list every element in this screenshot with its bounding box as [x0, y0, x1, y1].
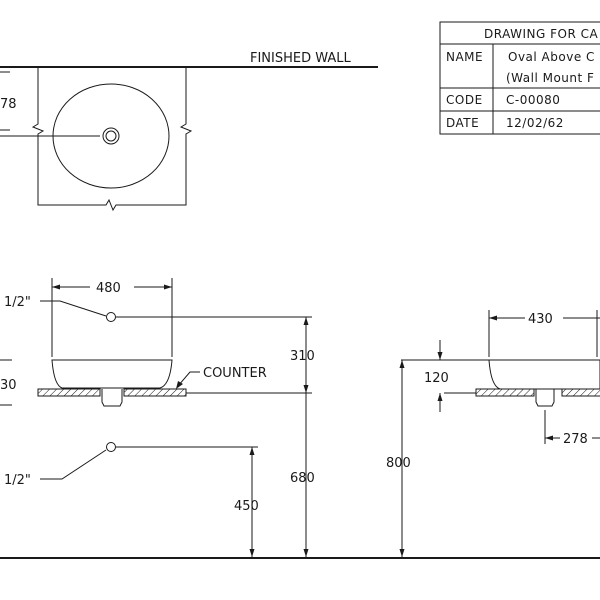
pipe-bottom-label: 1/2": [4, 473, 31, 488]
side-counter-right: [561, 388, 600, 397]
basin-side: [488, 359, 600, 390]
front-dim-450: 450: [234, 499, 259, 514]
side-dim-430: 430: [528, 312, 553, 327]
name-value-line1: Oval Above C: [508, 50, 595, 64]
side-dim-278: 278: [563, 432, 588, 447]
plan-view: FINISHED WALL 78: [0, 51, 378, 212]
counter-outline: [31, 67, 193, 212]
side-view: 430 120 800 278: [386, 310, 600, 557]
code-value: C-00080: [506, 93, 560, 107]
front-view: 480 1/2" 30 COUNTER 1/2" 310 680: [0, 278, 315, 557]
pipe-bottom-circle: [106, 442, 116, 452]
title-block-heading: DRAWING FOR CA: [484, 27, 599, 41]
basin-front: [51, 359, 173, 389]
front-dim-680: 680: [290, 471, 315, 486]
side-dim-120: 120: [424, 371, 449, 386]
front-dim-310: 310: [290, 349, 315, 364]
name-label: NAME: [446, 50, 483, 64]
title-block-frame: [439, 21, 600, 135]
drain-outer: [102, 127, 120, 145]
side-counter-left: [475, 388, 535, 397]
pipe-top-label: 1/2": [4, 295, 31, 310]
finished-wall-label: FINISHED WALL: [250, 51, 352, 66]
side-dim-800: 800: [386, 456, 411, 471]
pipe-top-circle: [106, 312, 116, 322]
front-dim-480: 480: [96, 281, 121, 296]
name-value-line2: (Wall Mount F: [506, 71, 594, 85]
counter-label: COUNTER: [203, 366, 267, 381]
counter-right-slab: [123, 388, 187, 397]
date-label: DATE: [446, 116, 479, 130]
drain-pipe-front: [101, 389, 123, 407]
title-block: DRAWING FOR CA NAME Oval Above C (Wall M…: [439, 21, 600, 135]
drain-inner: [105, 130, 117, 142]
counter-left-slab: [37, 388, 101, 397]
date-value: 12/02/62: [506, 116, 564, 130]
front-dim-30: 30: [0, 378, 17, 393]
code-label: CODE: [446, 93, 483, 107]
drain-pipe-side: [535, 389, 555, 407]
plan-dim-78: 78: [0, 97, 17, 112]
